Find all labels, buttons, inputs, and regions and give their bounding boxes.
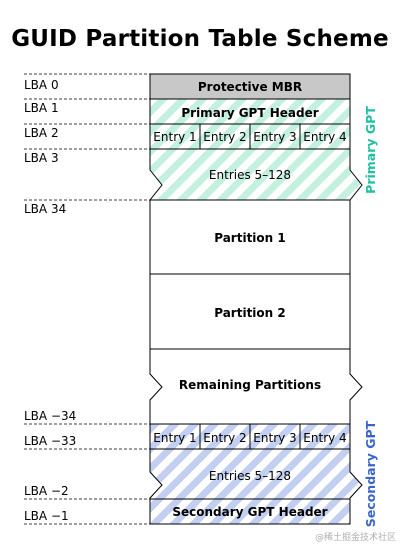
primary-entry-1: Entry 1 [153, 130, 196, 144]
secondary-entries-rest-label: Entries 5–128 [209, 469, 291, 483]
primary-entries-rest-label: Entries 5–128 [209, 168, 291, 182]
secondary-entry-2: Entry 2 [203, 431, 246, 445]
primary-entry-4: Entry 4 [303, 130, 346, 144]
lba-2-label: LBA 2 [24, 126, 59, 140]
primary-gpt-side-label: Primary GPT [363, 106, 378, 194]
secondary-gpt-side-label: Secondary GPT [363, 420, 378, 527]
lba-1-label: LBA 1 [24, 101, 59, 115]
primary-gpt-header-label: Primary GPT Header [181, 106, 318, 120]
diagram-title: GUID Partition Table Scheme [11, 26, 389, 52]
lba-neg34-label: LBA −34 [24, 409, 76, 423]
watermark: @稀土掘金技术社区 [315, 531, 396, 543]
remaining-partitions-label: Remaining Partitions [179, 378, 321, 392]
secondary-entry-3: Entry 3 [253, 431, 296, 445]
lba-neg33-label: LBA −33 [24, 434, 76, 448]
lba-leaders [24, 73, 150, 525]
lba-34-label: LBA 34 [24, 202, 66, 216]
lba-3-label: LBA 3 [24, 151, 59, 165]
lba-0-label: LBA 0 [24, 78, 59, 92]
primary-entry-2: Entry 2 [203, 130, 246, 144]
secondary-entry-4: Entry 4 [303, 431, 346, 445]
partition-1-label: Partition 1 [214, 231, 286, 245]
lba-neg2-label: LBA −2 [24, 484, 69, 498]
primary-entry-3: Entry 3 [253, 130, 296, 144]
secondary-gpt-header-label: Secondary GPT Header [172, 505, 327, 519]
partition-2-label: Partition 2 [214, 306, 286, 320]
protective-mbr-block [149, 73, 351, 100]
secondary-entry-1: Entry 1 [153, 431, 196, 445]
lba-neg1-label: LBA −1 [24, 509, 69, 523]
protective-mbr-label: Protective MBR [198, 80, 302, 94]
